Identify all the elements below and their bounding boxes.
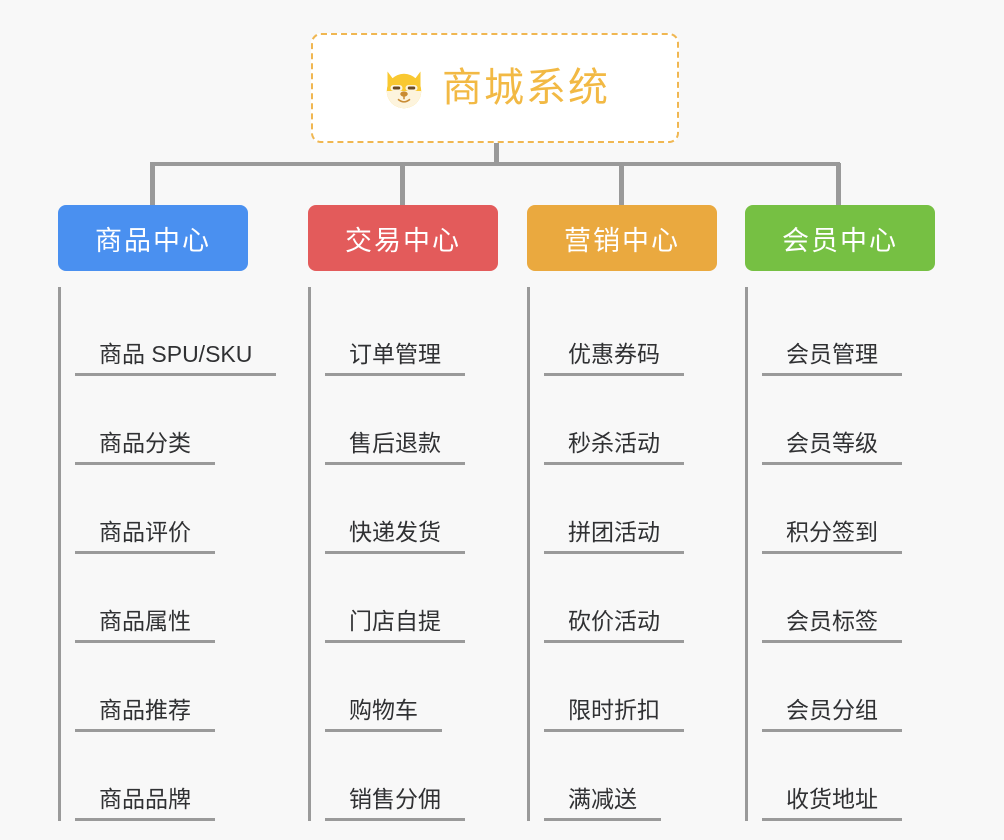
category-header-4-label: 会员中心 (782, 225, 898, 256)
list-item[interactable]: 拼团活动 (544, 465, 717, 554)
leaf-label: 销售分佣 (325, 786, 465, 821)
category-header-1-label: 商品中心 (95, 225, 211, 256)
leaf-label: 积分签到 (762, 519, 902, 554)
list-item[interactable]: 商品分类 (75, 376, 248, 465)
leaf-label: 商品推荐 (75, 697, 215, 732)
category-header-3-label: 营销中心 (564, 225, 680, 256)
leaf-label: 会员等级 (762, 430, 902, 465)
list-item[interactable]: 满减送 (544, 732, 717, 821)
connector-root-vertical (494, 143, 499, 165)
leaf-label: 商品评价 (75, 519, 215, 554)
category-header-2-label: 交易中心 (345, 225, 461, 256)
leaf-list-2: 订单管理 售后退款 快递发货 门店自提 购物车 销售分佣 (308, 287, 498, 821)
list-item[interactable]: 快递发货 (325, 465, 498, 554)
leaf-list-1: 商品 SPU/SKU 商品分类 商品评价 商品属性 商品推荐 商品品牌 (58, 287, 277, 821)
branch-column-4: 会员中心 会员管理 会员等级 积分签到 会员标签 会员分组 收货地址 (745, 205, 935, 821)
list-item[interactable]: 商品 SPU/SKU (75, 287, 277, 376)
root-node-title: 商城系统 (442, 66, 610, 110)
leaf-label: 砍价活动 (544, 608, 684, 643)
list-item[interactable]: 门店自提 (325, 554, 498, 643)
list-item[interactable]: 会员分组 (762, 643, 935, 732)
list-item[interactable]: 会员等级 (762, 376, 935, 465)
leaf-label: 快递发货 (325, 519, 465, 554)
list-item[interactable]: 商品属性 (75, 554, 248, 643)
leaf-label: 商品分类 (75, 430, 215, 465)
list-item[interactable]: 购物车 (325, 643, 498, 732)
leaf-list-3: 优惠券码 秒杀活动 拼团活动 砍价活动 限时折扣 满减送 (527, 287, 717, 821)
branch-column-3: 营销中心 优惠券码 秒杀活动 拼团活动 砍价活动 限时折扣 满减送 (527, 205, 717, 821)
leaf-label: 商品 SPU/SKU (75, 341, 277, 376)
leaf-label: 商品品牌 (75, 786, 215, 821)
branch-column-1: 商品中心 商品 SPU/SKU 商品分类 商品评价 商品属性 商品推荐 商品品牌 (58, 205, 277, 821)
connector-drop-3 (619, 163, 624, 205)
list-item[interactable]: 会员标签 (762, 554, 935, 643)
leaf-list-4: 会员管理 会员等级 积分签到 会员标签 会员分组 收货地址 (745, 287, 935, 821)
list-item[interactable]: 砍价活动 (544, 554, 717, 643)
leaf-label: 限时折扣 (544, 697, 684, 732)
connector-drop-2 (400, 163, 405, 205)
leaf-label: 收货地址 (762, 786, 902, 821)
list-item[interactable]: 售后退款 (325, 376, 498, 465)
list-item[interactable]: 商品品牌 (75, 732, 248, 821)
list-item[interactable]: 商品评价 (75, 465, 248, 554)
leaf-label: 订单管理 (325, 341, 465, 376)
list-item[interactable]: 限时折扣 (544, 643, 717, 732)
category-header-4[interactable]: 会员中心 (745, 205, 935, 271)
list-item[interactable]: 秒杀活动 (544, 376, 717, 465)
leaf-label: 秒杀活动 (544, 430, 684, 465)
connector-drop-4 (836, 163, 841, 205)
connector-drop-1 (150, 163, 155, 205)
list-item[interactable]: 会员管理 (762, 287, 935, 376)
category-header-3[interactable]: 营销中心 (527, 205, 717, 271)
list-item[interactable]: 优惠券码 (544, 287, 717, 376)
list-item[interactable]: 收货地址 (762, 732, 935, 821)
leaf-label: 会员标签 (762, 608, 902, 643)
list-item[interactable]: 积分签到 (762, 465, 935, 554)
category-header-1[interactable]: 商品中心 (58, 205, 248, 271)
leaf-label: 满减送 (544, 786, 661, 821)
leaf-label: 门店自提 (325, 608, 465, 643)
list-item[interactable]: 订单管理 (325, 287, 498, 376)
shiba-dog-icon (380, 64, 428, 112)
leaf-label: 会员管理 (762, 341, 902, 376)
list-item[interactable]: 商品推荐 (75, 643, 248, 732)
root-node-mall-system[interactable]: 商城系统 (311, 33, 679, 143)
leaf-label: 售后退款 (325, 430, 465, 465)
category-header-2[interactable]: 交易中心 (308, 205, 498, 271)
leaf-label: 会员分组 (762, 697, 902, 732)
leaf-label: 商品属性 (75, 608, 215, 643)
leaf-label: 购物车 (325, 697, 442, 732)
leaf-label: 拼团活动 (544, 519, 684, 554)
leaf-label: 优惠券码 (544, 341, 684, 376)
branch-column-2: 交易中心 订单管理 售后退款 快递发货 门店自提 购物车 销售分佣 (308, 205, 498, 821)
list-item[interactable]: 销售分佣 (325, 732, 498, 821)
connector-horizontal-bus (150, 162, 840, 166)
